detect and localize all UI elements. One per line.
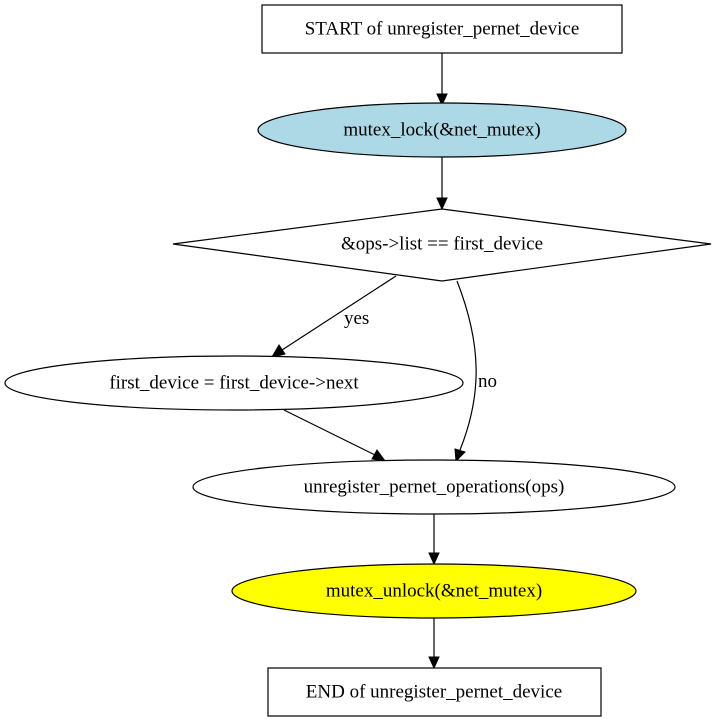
mutex-lock-node: mutex_lock(&net_mutex) — [257, 102, 627, 158]
edge-no-label: no — [478, 371, 497, 392]
edge-yes: yes — [270, 275, 397, 358]
edge-lock-to-decision — [436, 157, 448, 211]
assign-first-device-label: first_device = first_device->next — [109, 373, 359, 394]
edge-start-to-lock — [436, 53, 448, 107]
start-node-label: START of unregister_pernet_device — [305, 19, 580, 40]
edge-yes-label: yes — [344, 308, 369, 329]
mutex-lock-shape — [257, 102, 627, 158]
end-node: END of unregister_pernet_device — [267, 667, 602, 717]
mutex-unlock-label: mutex_unlock(&net_mutex) — [326, 581, 542, 602]
start-node: START of unregister_pernet_device — [261, 4, 623, 54]
assign-first-device-node: first_device = first_device->next — [4, 355, 464, 411]
decision-label: &ops->list == first_device — [341, 234, 543, 255]
edge-assign-to-unregister — [283, 409, 387, 462]
edge-unregister-to-unlock — [428, 514, 440, 566]
mutex-unlock-shape — [231, 563, 637, 619]
unregister-ops-node: unregister_pernet_operations(ops) — [192, 459, 676, 515]
edge-unlock-to-end — [428, 618, 440, 670]
unregister-ops-label: unregister_pernet_operations(ops) — [304, 477, 565, 498]
mutex-unlock-node: mutex_unlock(&net_mutex) — [231, 563, 637, 619]
decision-node: &ops->list == first_device — [172, 208, 712, 282]
mutex-lock-label: mutex_lock(&net_mutex) — [343, 120, 540, 141]
end-node-label: END of unregister_pernet_device — [306, 682, 562, 703]
edge-no: no — [454, 280, 497, 463]
